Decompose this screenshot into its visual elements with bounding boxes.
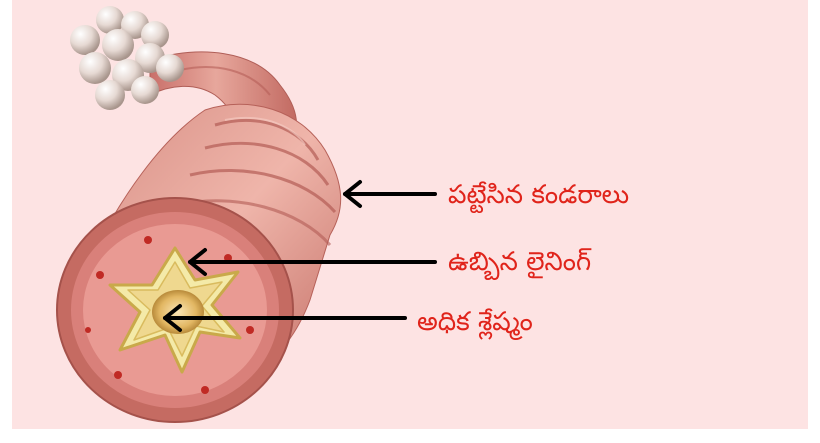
alveoli-cluster — [70, 6, 184, 110]
arrow-muscles — [345, 182, 435, 206]
label-excess-mucus: అధిక శ్లేష్మం — [417, 309, 533, 335]
label-tightened-muscles: పట్టేసిన కండరాలు — [448, 182, 629, 208]
label-swollen-lining: ఉబ్బిన లైనింగ్ — [448, 249, 591, 275]
